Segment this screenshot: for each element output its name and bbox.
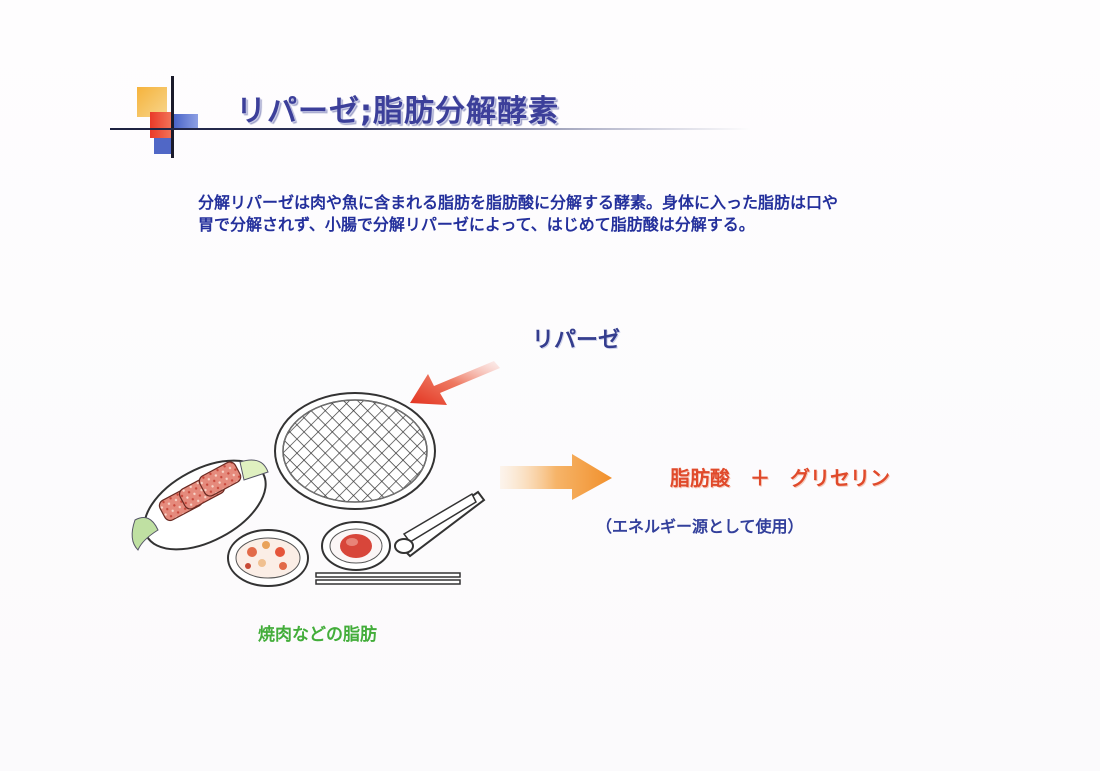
red-arrow-icon xyxy=(410,361,500,405)
description: 分解リパーゼは肉や魚に含まれる脂肪を脂肪酸に分解する酵素。身体に入った脂肪は口や… xyxy=(198,192,928,236)
kimchi-dish-icon xyxy=(227,529,309,587)
corner-square-red xyxy=(150,112,174,138)
product-label: 脂肪酸 ＋ グリセリン xyxy=(670,466,890,490)
source-label: 焼肉などの脂肪 xyxy=(258,625,377,645)
grill-plate-icon xyxy=(274,392,436,510)
title-vertical-rule xyxy=(171,76,174,158)
description-line-2: 胃で分解されず、小腸で分解リパーゼによって、はじめて脂肪酸は分解する。 xyxy=(198,215,755,234)
sauce-dish-icon xyxy=(321,521,391,571)
chopsticks-icon xyxy=(315,572,461,585)
meat-platter-icon xyxy=(131,459,269,551)
tongs-icon xyxy=(394,490,486,558)
product-note: （エネルギー源として使用） xyxy=(596,517,804,536)
title-horizontal-rule xyxy=(110,128,750,130)
orange-arrow-icon xyxy=(500,454,612,500)
corner-square-blue xyxy=(174,114,198,130)
description-line-1: 分解リパーゼは肉や魚に含まれる脂肪を脂肪酸に分解する酵素。身体に入った脂肪は口や xyxy=(198,193,839,212)
enzyme-label: リパーゼ xyxy=(532,328,621,353)
corner-square-blue-lower xyxy=(154,138,174,154)
slide-title: リパーゼ;脂肪分解酵素 xyxy=(236,94,559,129)
